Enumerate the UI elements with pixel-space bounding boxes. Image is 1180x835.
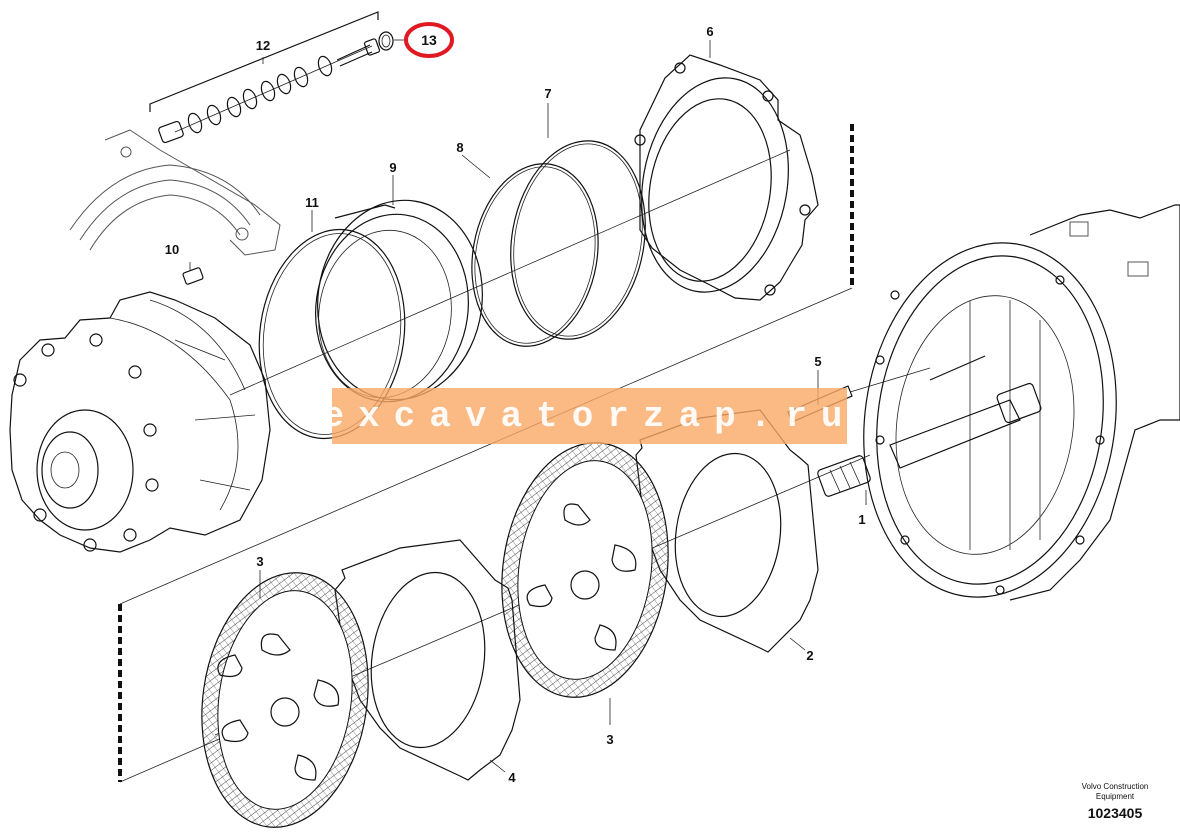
part-6-brake-cover <box>634 40 819 301</box>
part-11-o-ring <box>258 210 406 440</box>
part-1-spline-coupling <box>817 455 871 505</box>
brand-caption: Volvo Construction Equipment <box>1060 782 1170 802</box>
axis-line-upper <box>229 149 791 396</box>
highlight-ring <box>404 22 454 58</box>
callout-13: 13 <box>421 32 437 48</box>
callout-4: 4 <box>508 770 516 785</box>
callout-13-highlighted[interactable]: 13 <box>404 22 454 58</box>
part-7-ring <box>510 103 646 340</box>
document-number: 1023405 <box>1087 805 1143 821</box>
part-4-separator-plate <box>334 539 521 781</box>
callout-3-right: 3 <box>606 732 613 747</box>
callout-12: 12 <box>256 38 270 53</box>
output-shafts <box>889 355 1042 469</box>
brand-line-2: Equipment <box>1095 792 1135 801</box>
part-8-ring <box>461 154 599 347</box>
callout-1: 1 <box>858 512 865 527</box>
callout-6: 6 <box>706 24 713 39</box>
part-10-dowel-pin <box>182 262 204 285</box>
callout-8: 8 <box>456 140 463 155</box>
callout-9: 9 <box>389 160 396 175</box>
brand-line-1: Volvo Construction <box>1081 782 1149 791</box>
wheel-hub <box>9 291 271 553</box>
callout-10: 10 <box>165 242 179 257</box>
callout-7: 7 <box>544 86 551 101</box>
assembly-dashed-frame <box>118 124 854 783</box>
watermark-text: excavatorzap.ru <box>322 395 857 437</box>
axle-housing <box>863 204 1180 601</box>
callout-2: 2 <box>806 648 813 663</box>
callout-11: 11 <box>305 195 319 210</box>
part-3-friction-disc-left <box>201 570 369 828</box>
callout-5: 5 <box>814 354 821 369</box>
callout-3-left: 3 <box>256 554 263 569</box>
part-3-friction-disc-right <box>501 442 669 725</box>
watermark-banner: excavatorzap.ru <box>322 388 847 444</box>
upper-housing-outline <box>69 129 281 256</box>
part-9-piston <box>315 175 483 403</box>
callout-labels: 1 2 3 3 4 5 6 7 8 9 10 11 12 <box>165 24 866 785</box>
part-12-bolt-assembly <box>149 11 381 144</box>
